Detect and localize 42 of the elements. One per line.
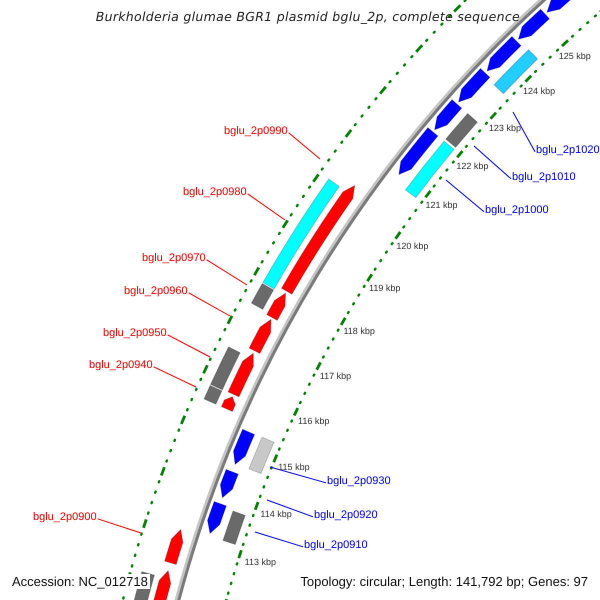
leader-line [270, 466, 326, 484]
tick-label: 121 kbp [426, 200, 458, 212]
tick-label: 114 kbp [260, 509, 292, 520]
tick-label: 119 kbp [369, 283, 400, 294]
gene-label: bglu_2p0930 [327, 475, 391, 488]
leader-line [247, 193, 286, 220]
gene-label: bglu_2p0920 [314, 509, 378, 522]
leader-line [167, 334, 210, 358]
gene-label: bglu_2p0990 [224, 125, 288, 138]
map-title: Burkholderia glumae BGR1 plasmid bglu_2p, complete sequence [96, 9, 520, 24]
leader-line [153, 366, 196, 388]
map-info-text: Accession: NC_012718 [10, 574, 150, 589]
leader-line [97, 518, 142, 534]
gene-label: bglu_2p0940 [89, 359, 153, 372]
leader-line [254, 532, 304, 548]
gene-label: bglu_2p0960 [124, 285, 188, 298]
tick-label: 124 kbp [523, 86, 556, 98]
gene-label: bglu_2p0980 [183, 186, 247, 199]
gene-label: bglu_2p0970 [142, 252, 206, 265]
leader-line [288, 132, 320, 160]
tick-label: 113 kbp [244, 556, 276, 568]
leader-line [206, 259, 248, 286]
tick-label: 122 kbp [456, 160, 488, 172]
gene-label: bglu_2p1000 [485, 204, 549, 217]
map-info-text: Topology: circular; Length: 141,792 bp; Genes: 97 [298, 574, 590, 589]
leader-line [474, 146, 512, 180]
gene-label: bglu_2p1020 [536, 144, 600, 157]
tick-label: 123 kbp [488, 122, 521, 134]
tick-label: 120 kbp [396, 241, 428, 252]
gene-label: bglu_2p0910 [304, 539, 368, 552]
tick-label: 117 kbp [320, 370, 352, 382]
gene-label: bglu_2p1010 [512, 171, 576, 184]
tick-label: 115 kbp [278, 462, 310, 474]
leader-line [512, 112, 536, 152]
leader-line [266, 500, 314, 518]
tick-label: 118 kbp [343, 326, 375, 338]
tick-label: 116 kbp [298, 416, 330, 427]
leader-line [188, 292, 230, 316]
tick-label: 125 kbp [558, 50, 591, 62]
gene-label: bglu_2p0900 [33, 511, 97, 524]
leader-line [446, 180, 484, 212]
gene-label: bglu_2p0950 [103, 327, 167, 340]
